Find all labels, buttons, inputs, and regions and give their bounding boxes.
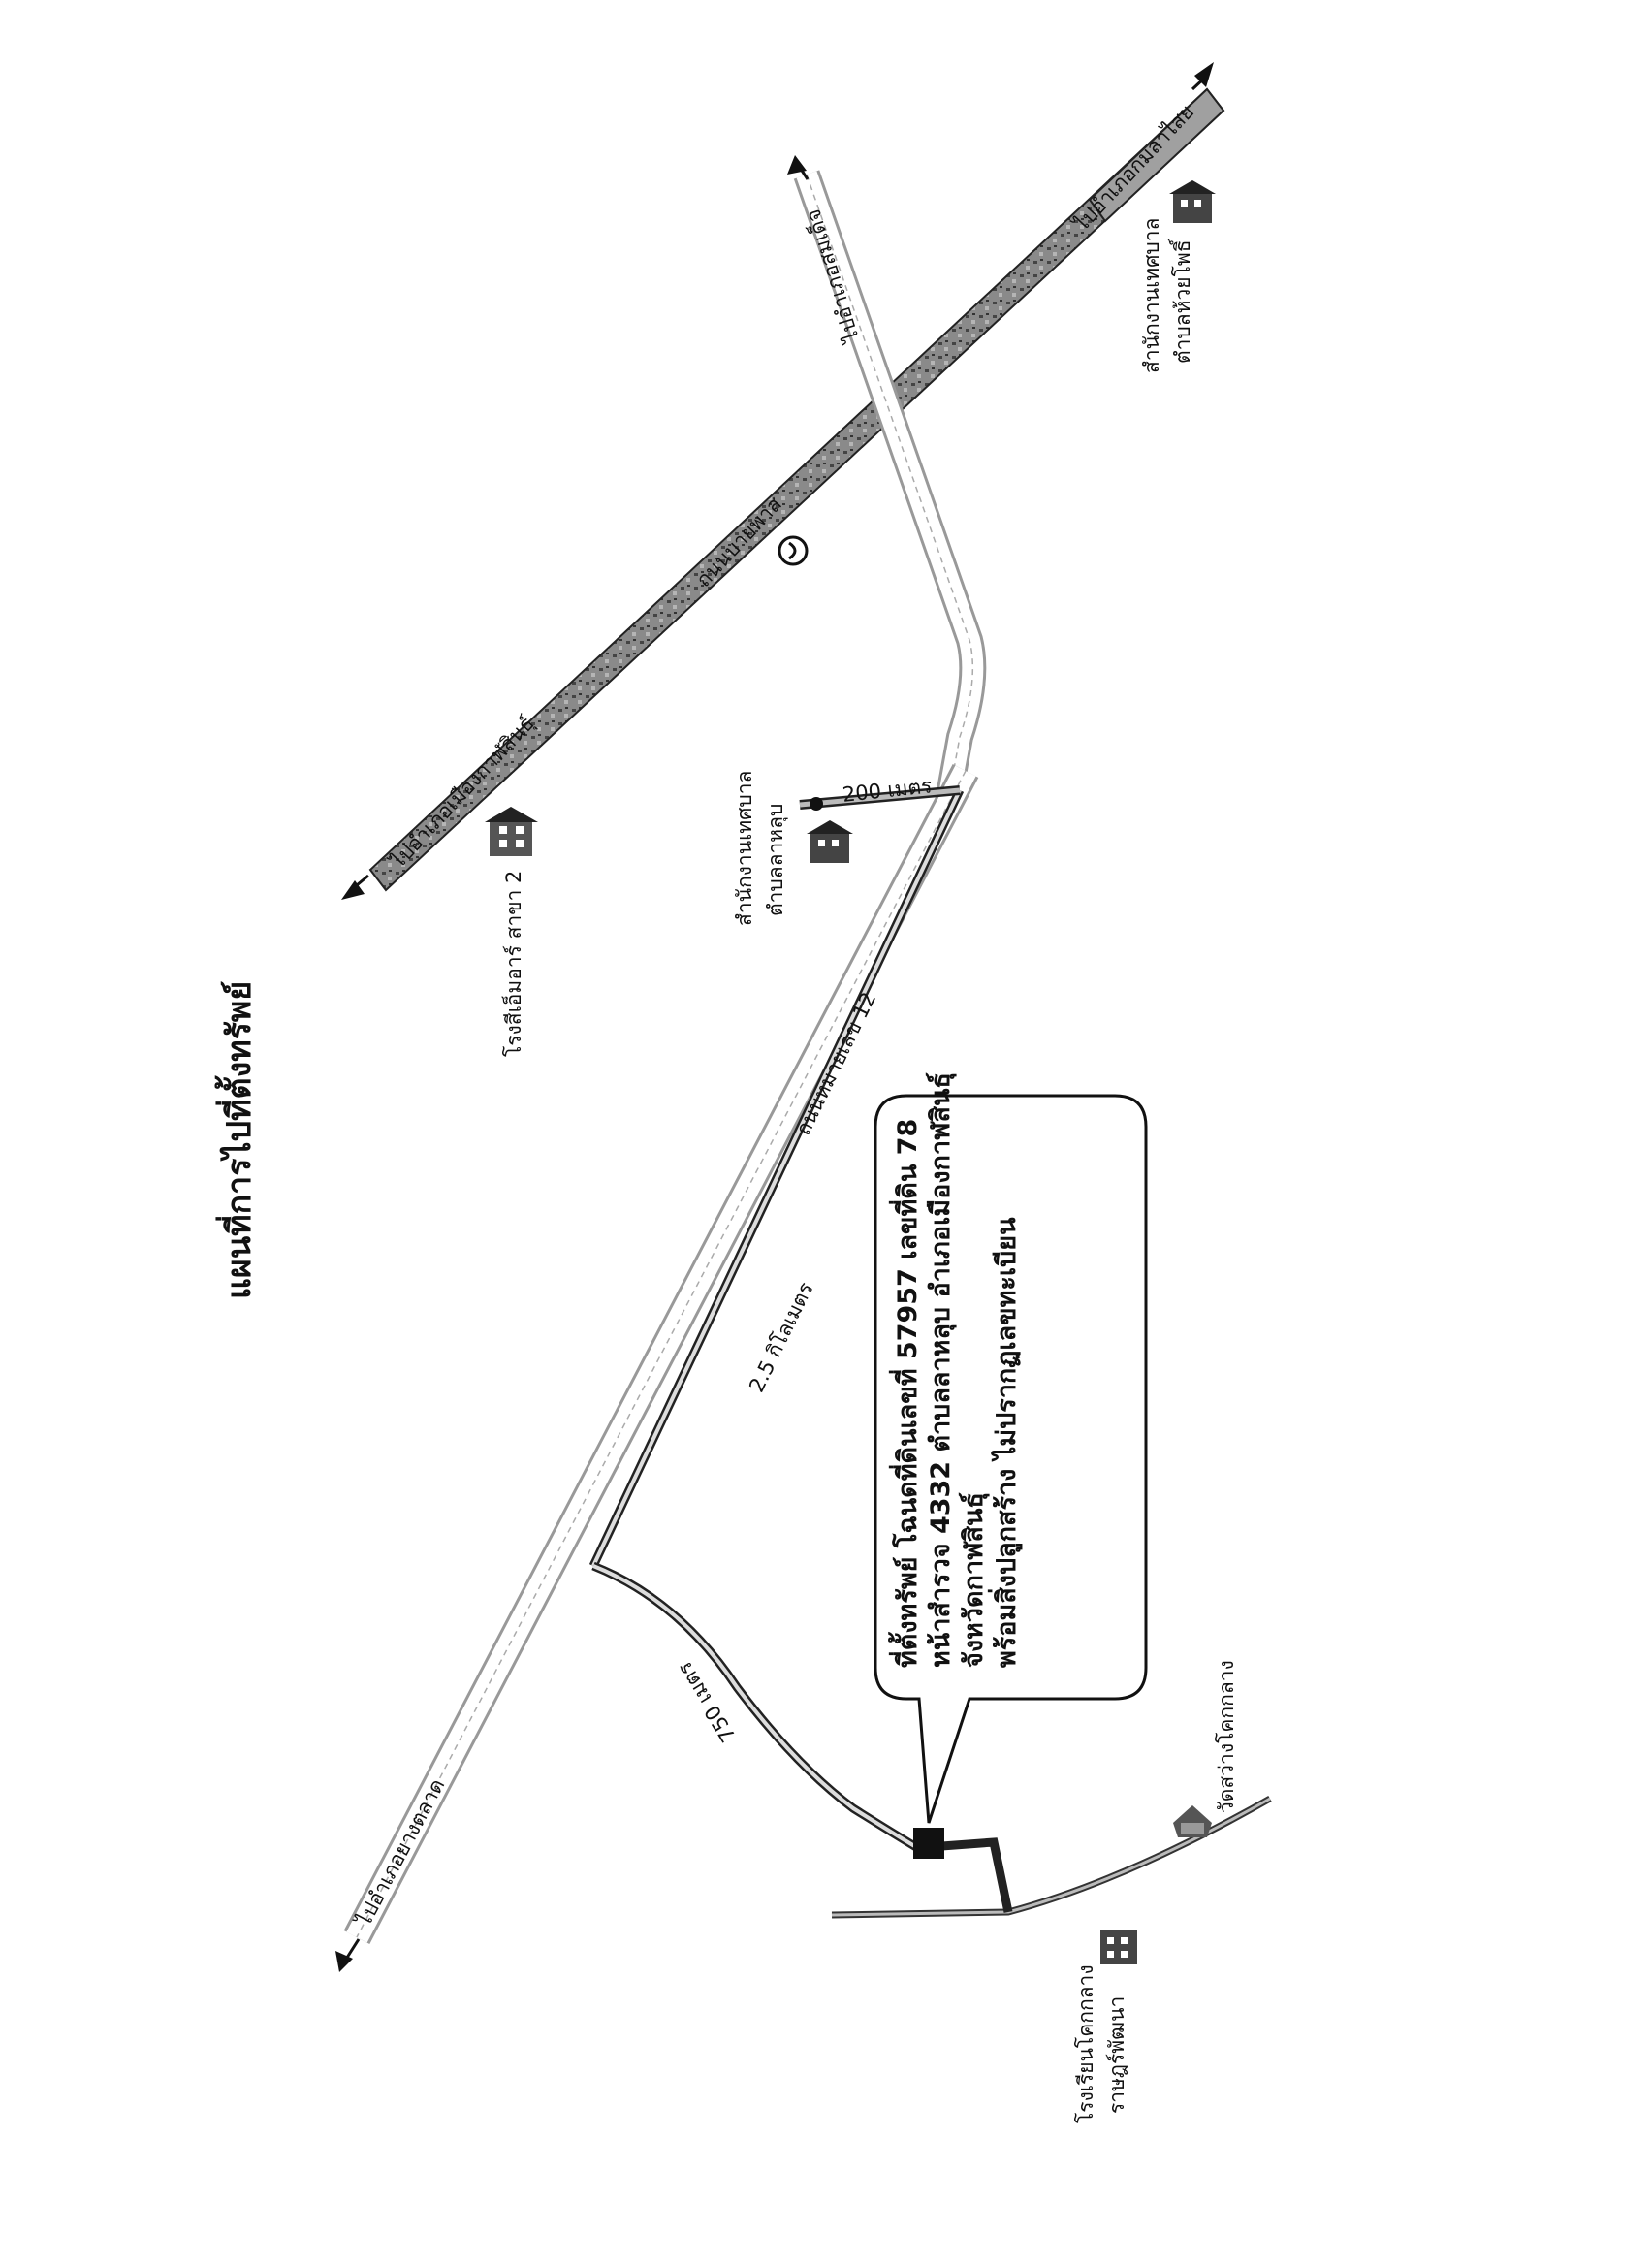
arrow-head-mueang [341,880,365,900]
label-school-2: ราษฎร์พัฒนา [1105,1995,1128,2114]
road-to-somdet [793,170,987,793]
callout-line-2: หน้าสำรวจ 4332 ตำบลลาหลุบ อำเภอเมืองกาฬส… [926,1072,956,1668]
label-office-lahup-2: ตำบลลาหลุบ [764,803,787,916]
property-callout [874,1094,1148,1824]
road-to-yang-talat [343,764,979,1944]
callout-line-3: จังหวัดกาฬสินธุ์ [959,1492,989,1668]
access-road [928,1837,1013,1913]
lane-750m [591,1561,919,1851]
temple-icon [1173,1805,1212,1837]
label-office-huaipho-1: สำนักงานเทศบาล [1140,217,1163,373]
property-marker [913,1828,944,1859]
arrow-head-somdet [787,155,807,175]
bypass-highway [368,87,1225,892]
label-school-1: โรงเรียนโคกกลาง [1074,1964,1097,2123]
office-huaipho-icon [1169,180,1216,223]
map-title: แผนที่การไปที่ตั้งทรัพย์ [220,980,259,1299]
callout-line-4: พร้อมสิ่งปลูกสร้าง ไม่ปรากฏเลขทะเบียน [992,1217,1022,1668]
gas-station-icon [778,535,809,566]
label-temple: วัดสว่างโคกกลาง [1215,1660,1238,1813]
school-icon [1100,1930,1137,1964]
arrow-head-yang-talat [335,1951,353,1972]
rice-mill-icon [485,807,538,856]
label-office-huaipho-2: ตำบลห้วยโพธิ์ [1171,239,1194,364]
label-office-lahup-1: สำนักงานเทศบาล [733,770,756,926]
callout-text: ที่ตั้งทรัพย์ โฉนดที่ดินเลขที่ 57957 เลข… [892,1072,1024,1668]
label-rice-mill: โรงสีเอ็มอาร์ สาขา 2 [502,870,525,1057]
office-lahup-icon [807,820,853,863]
arrow-head-kamalasai [1194,62,1214,87]
spur-200m-end-marker [810,797,823,811]
callout-line-1: ที่ตั้งทรัพย์ โฉนดที่ดินเลขที่ 57957 เลข… [893,1118,923,1668]
